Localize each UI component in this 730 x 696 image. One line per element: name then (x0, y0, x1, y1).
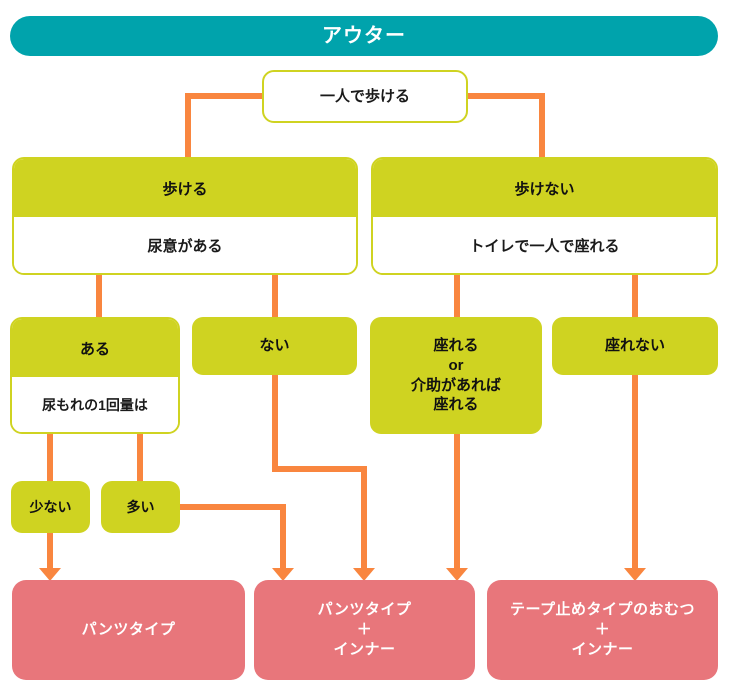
result-tape-type-diaper-plus-inner[interactable]: テープ止めタイプのおむつ ＋ インナー (487, 580, 718, 680)
connector-nai-v1 (272, 373, 278, 472)
result-pants-type[interactable]: パンツタイプ (12, 580, 245, 680)
connector-cansit-v (454, 432, 460, 571)
connector-ooi-h (179, 504, 286, 510)
node-has-urge-question: 尿もれの1回量は (12, 377, 178, 432)
arrowhead-sukunai-to-result-left (39, 568, 61, 581)
arrowhead-nai-to-result-mid (353, 568, 375, 581)
result-pants-type-plus-inner[interactable]: パンツタイプ ＋ インナー (254, 580, 475, 680)
connector-root-to-right-h (466, 93, 545, 99)
connector-nai-v2 (361, 466, 367, 571)
node-can-sit-or-assisted[interactable]: 座れる or 介助があれば 座れる (370, 317, 542, 434)
connector-aru-to-ooi (137, 432, 143, 483)
connector-root-to-right-v (539, 93, 545, 159)
connector-ooi-v (280, 504, 286, 571)
node-large-amount[interactable]: 多い (101, 481, 180, 533)
node-cannot-walk-title: 歩けない (373, 159, 716, 217)
connector-cannotwalk-to-nosit (632, 273, 638, 319)
node-root-can-walk-alone[interactable]: 一人で歩ける (262, 70, 468, 123)
node-cannot-walk-question: トイレで一人で座れる (373, 217, 716, 273)
connector-root-to-left-v (185, 93, 191, 159)
connector-cannotsit-v (632, 373, 638, 571)
connector-nai-h (272, 466, 367, 472)
arrowhead-cannotsit-to-result-right (624, 568, 646, 581)
node-small-amount[interactable]: 少ない (11, 481, 90, 533)
connector-sukunai-v (47, 531, 53, 571)
connector-canwalk-to-aru (96, 273, 102, 319)
connector-cannotwalk-to-sit (454, 273, 460, 319)
node-can-walk-question: 尿意がある (14, 217, 356, 273)
node-has-urge-title: ある (12, 319, 178, 377)
node-has-urge[interactable]: ある 尿もれの1回量は (10, 317, 180, 434)
arrowhead-cansit-to-result-mid (446, 568, 468, 581)
connector-canwalk-to-nai (272, 273, 278, 319)
connector-aru-to-sukunai (47, 432, 53, 483)
chart-header-title: アウター (10, 16, 718, 56)
arrowhead-ooi-to-result-mid (272, 568, 294, 581)
node-cannot-walk[interactable]: 歩けない トイレで一人で座れる (371, 157, 718, 275)
node-no-urge[interactable]: ない (192, 317, 357, 375)
node-cannot-sit[interactable]: 座れない (552, 317, 718, 375)
connector-root-to-left-h (185, 93, 264, 99)
node-can-walk-title: 歩ける (14, 159, 356, 217)
node-can-walk[interactable]: 歩ける 尿意がある (12, 157, 358, 275)
